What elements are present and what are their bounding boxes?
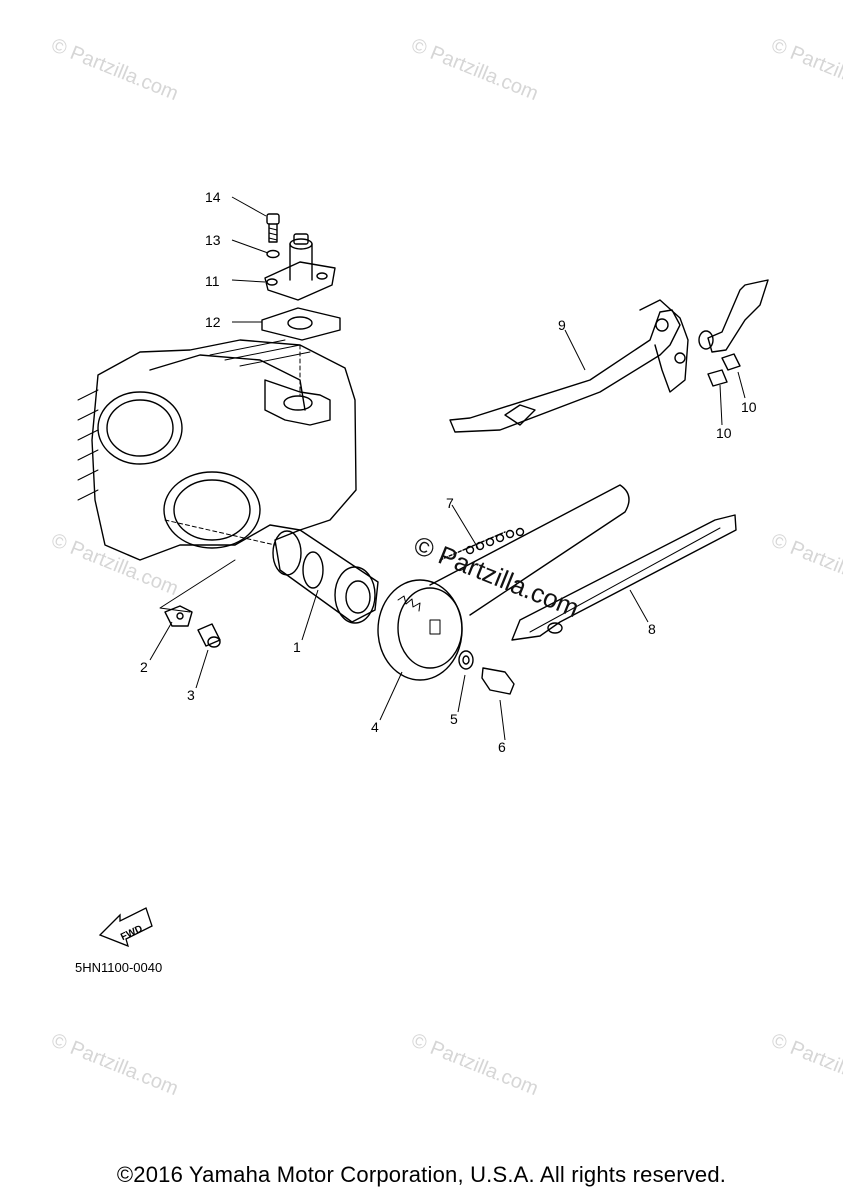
watermark-text: © Partzilla.com (768, 529, 843, 600)
callout-12: 12 (205, 314, 221, 330)
watermark-text: © Partzilla.com (768, 34, 843, 105)
fwd-arrow-icon: FWD (98, 907, 153, 948)
watermark-text: © Partzilla.com (768, 1029, 843, 1100)
cylinder-head (77, 339, 357, 613)
watermark-text: © Partzilla.com (408, 34, 541, 105)
callout-4: 4 (371, 719, 379, 735)
callout-14: 14 (205, 189, 221, 205)
copyright-notice: ©2016 Yamaha Motor Corporation, U.S.A. A… (116, 1162, 727, 1187)
callout-7: 7 (446, 495, 454, 511)
fwd-label: FWD (119, 923, 144, 943)
callout-10-lower: 10 (716, 425, 732, 441)
callout-11: 11 (205, 273, 220, 289)
callout-13: 13 (205, 232, 221, 248)
tensioner-assembly (261, 213, 341, 341)
diagram-code: 5HN1100-0040 (75, 960, 163, 975)
watermark-text: © Partzilla.com (48, 1029, 181, 1100)
watermark-text: © Partzilla.com (48, 34, 181, 105)
leader-lines (149, 196, 746, 741)
camshaft (272, 529, 379, 624)
watermark-text: © Partzilla.com (48, 529, 181, 600)
callout-8: 8 (648, 621, 656, 637)
cam-chain (429, 484, 630, 616)
watermark-text: © Partzilla.com (408, 1029, 541, 1100)
watermark-center: © Partzilla.com (410, 530, 584, 623)
callout-labels: 14 13 11 12 9 10 10 7 8 1 2 3 4 5 6 (140, 189, 757, 755)
chain-guide (511, 514, 737, 641)
callout-3: 3 (187, 687, 195, 703)
callout-9: 9 (558, 317, 566, 333)
cam-lever-assembly (449, 279, 769, 433)
cam-sprocket-assembly (377, 579, 515, 695)
retainer-plate-and-bolt (164, 605, 221, 648)
callout-10-upper: 10 (741, 399, 757, 415)
callout-2: 2 (140, 659, 148, 675)
callout-5: 5 (450, 711, 458, 727)
callout-1: 1 (293, 639, 301, 655)
callout-6: 6 (498, 739, 506, 755)
